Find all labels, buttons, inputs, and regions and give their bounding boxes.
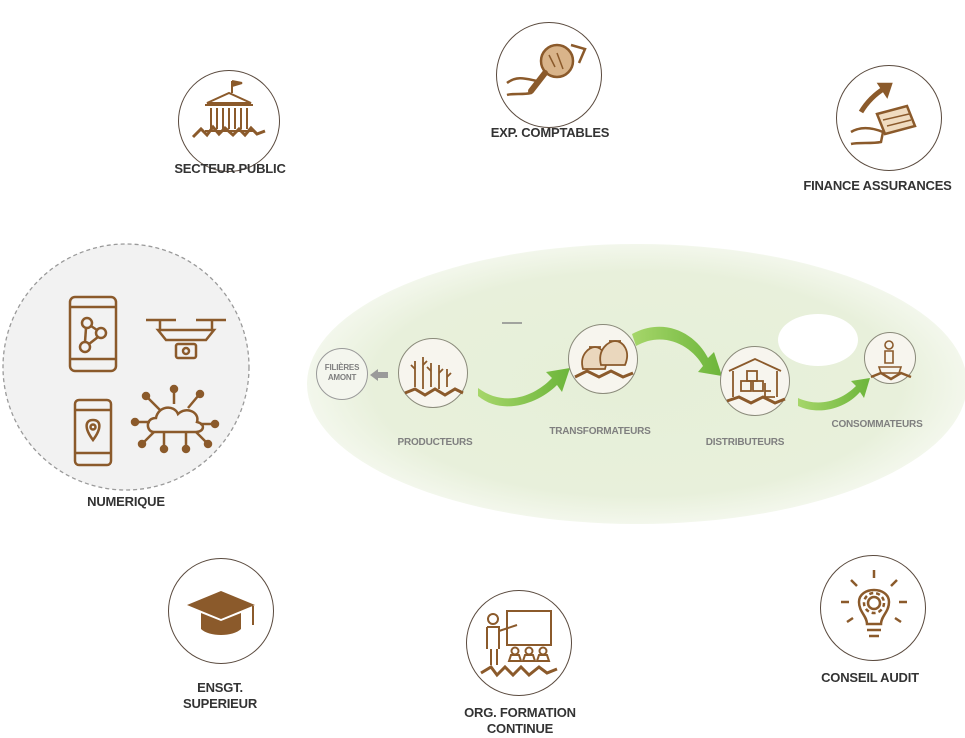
conseil-audit-label: CONSEIL AUDIT <box>821 670 919 685</box>
finance-assurances-circle <box>836 65 942 171</box>
numerique-label: NUMERIQUE <box>87 494 165 509</box>
producteurs-label: PRODUCTEURS <box>397 437 473 448</box>
consommateurs-label: CONSOMMATEURS <box>831 419 923 430</box>
secteur-public-label: SECTEUR PUBLIC <box>174 161 286 176</box>
arrow-distributeurs-consommateurs <box>798 378 870 411</box>
cloud-network-icon <box>130 384 220 454</box>
producteurs-circle <box>398 338 468 408</box>
conseil-audit-circle <box>820 555 926 661</box>
drone-icon <box>146 318 226 360</box>
arrow-filieres-amont <box>370 369 388 381</box>
teacher-board-icon <box>480 610 558 678</box>
consumer-icon <box>870 340 912 381</box>
magnifier-icon <box>506 43 587 97</box>
warehouse-icon <box>726 358 786 405</box>
transformateurs-label: TRANSFORMATEURS <box>549 426 651 437</box>
ensgt-superieur-label-1: ENSGT. <box>197 680 243 695</box>
ensgt-superieur-circle <box>168 558 274 664</box>
org-formation-circle <box>466 590 572 696</box>
exp-comptables-circle <box>496 22 602 128</box>
transformateurs-circle <box>568 324 638 394</box>
distributeurs-circle <box>720 346 790 416</box>
consommateurs-circle <box>864 332 916 384</box>
sacks-icon <box>574 340 634 379</box>
arrow-producteurs-transformateurs <box>478 368 570 407</box>
ensgt-superieur-label-2: SUPERIEUR <box>182 696 258 711</box>
org-formation-label-1: ORG. FORMATION <box>464 705 576 720</box>
distributeurs-label: DISTRIBUTEURS <box>705 437 785 448</box>
filieres-amont-circle <box>316 348 368 400</box>
smartphone-network-icon <box>68 295 118 373</box>
courthouse-icon <box>191 80 266 139</box>
org-formation-label-2: CONTINUE <box>486 721 554 736</box>
filieres-amont-label-1: FILIÈRES <box>324 363 360 372</box>
arrow-transformateurs-distributeurs <box>632 326 722 376</box>
smartphone-location-icon <box>73 398 113 467</box>
finance-assurances-label: FINANCE ASSURANCES <box>803 178 952 193</box>
crops-icon <box>404 357 464 397</box>
filieres-amont-label-2: AMONT <box>327 373 357 382</box>
exp-comptables-label: EXP. COMPTABLES <box>490 125 610 140</box>
secteur-public-circle <box>178 70 280 172</box>
money-growth-icon <box>850 82 917 146</box>
graduation-cap-icon <box>187 591 255 635</box>
lightbulb-gear-icon <box>841 570 907 638</box>
